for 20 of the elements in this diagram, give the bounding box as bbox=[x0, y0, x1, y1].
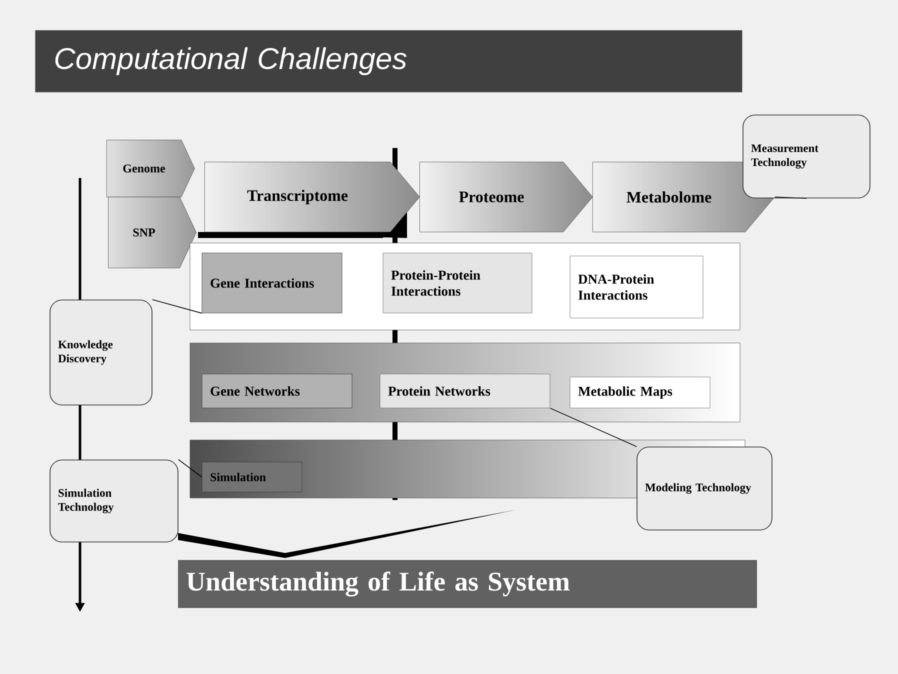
callout-bubble: Modeling Technology bbox=[636, 446, 772, 530]
label-box: Protein Networks bbox=[380, 374, 550, 408]
title-bar: Computational Challenges bbox=[35, 30, 742, 92]
leader-line bbox=[152, 299, 202, 314]
conclusion-banner: Understanding of Life as System bbox=[178, 560, 757, 608]
chevron-box: Genome bbox=[106, 140, 195, 198]
leader-line bbox=[550, 408, 637, 447]
label-box: DNA-Protein Interactions bbox=[570, 256, 704, 318]
label-box: Protein-Protein Interactions bbox=[382, 252, 532, 314]
callout-bubble: Knowledge Discovery bbox=[50, 300, 152, 406]
chevron-box: Proteome bbox=[419, 162, 593, 232]
label-box: Metabolic Maps bbox=[570, 376, 710, 408]
label-box: Gene Interactions bbox=[202, 252, 342, 314]
callout-bubble: Measurement Technology bbox=[742, 114, 870, 198]
label-box: Gene Networks bbox=[202, 374, 352, 408]
label-box: Simulation bbox=[202, 462, 302, 492]
leader-line bbox=[774, 196, 807, 199]
chevron-box: SNP bbox=[108, 196, 196, 268]
chevron-box: Transcriptome bbox=[198, 162, 420, 238]
callout-bubble: Simulation Technology bbox=[50, 460, 178, 542]
